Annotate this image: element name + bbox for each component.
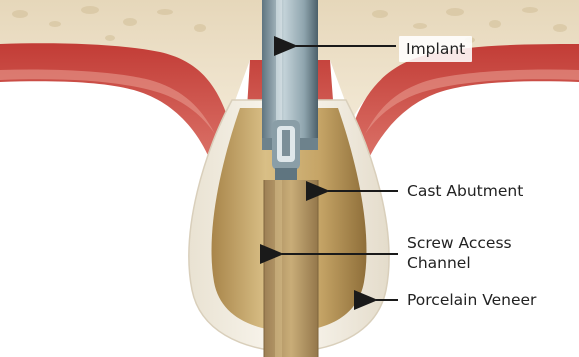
screw-access-label-line2: Channel (407, 253, 512, 273)
implant-label: Implant (399, 36, 472, 62)
screw-access-channel (264, 180, 318, 357)
screw-access-channel-label: Screw Access Channel (407, 233, 512, 273)
cast-abutment-label: Cast Abutment (407, 181, 523, 201)
abutment-screw (272, 120, 300, 180)
screw-access-label-line1: Screw Access (407, 233, 512, 253)
porcelain-veneer-label: Porcelain Veneer (407, 290, 536, 310)
